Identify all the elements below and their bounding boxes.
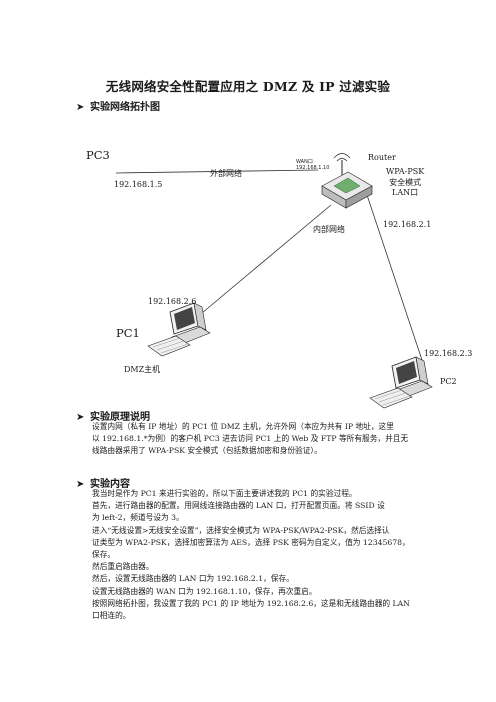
pc2-ip-label: 192.168.2.3 [424, 349, 473, 358]
lan-ip-label: 192.168.2.1 [383, 220, 432, 229]
wan-port-label: WAN口 192.168.1.10 [296, 159, 330, 171]
arrow-bullet-icon: ➤ [76, 102, 85, 113]
pc1-computer-icon [147, 302, 211, 357]
content-paragraph: 我当时是作为 PC1 来进行实验的，所以下面主要讲述我的 PC1 的实验过程。 … [92, 489, 410, 621]
wpa-psk-lan-label: WPA-PSK 安全模式 LAN口 [386, 167, 425, 197]
pc2-computer-icon [369, 356, 433, 409]
link-router-pc1 [195, 204, 332, 319]
section-heading-content: ➤实验内容 [76, 479, 130, 490]
pc3-label: PC3 [86, 148, 110, 162]
principle-paragraph: 设置内网（私有 IP 地址）的 PC1 位 DMZ 主机，允许外网（本应为共有 … [92, 422, 409, 456]
section-heading-principle: ➤实验原理说明 [76, 412, 150, 423]
link-pc3-router [115, 169, 319, 174]
link-router-pc2 [365, 191, 427, 373]
external-network-label: 外部网络 [210, 169, 242, 178]
dmz-host-label: DMZ主机 [124, 365, 161, 374]
pc1-ip-label: 192.168.2.6 [148, 297, 197, 306]
arrow-bullet-icon: ➤ [76, 412, 85, 423]
router-label: Router [368, 153, 396, 162]
pc2-label: PC2 [440, 377, 457, 386]
section-heading-topology: ➤实验网络拓扑图 [76, 102, 160, 113]
pc3-ip-label: 192.168.1.5 [114, 180, 163, 189]
pc1-label: PC1 [116, 326, 140, 340]
router-icon [321, 153, 373, 209]
arrow-bullet-icon: ➤ [76, 479, 85, 490]
internal-network-label: 内部网络 [313, 225, 345, 234]
document-title: 无线网络安全性配置应用之 DMZ 及 IP 过滤实验 [105, 79, 391, 94]
